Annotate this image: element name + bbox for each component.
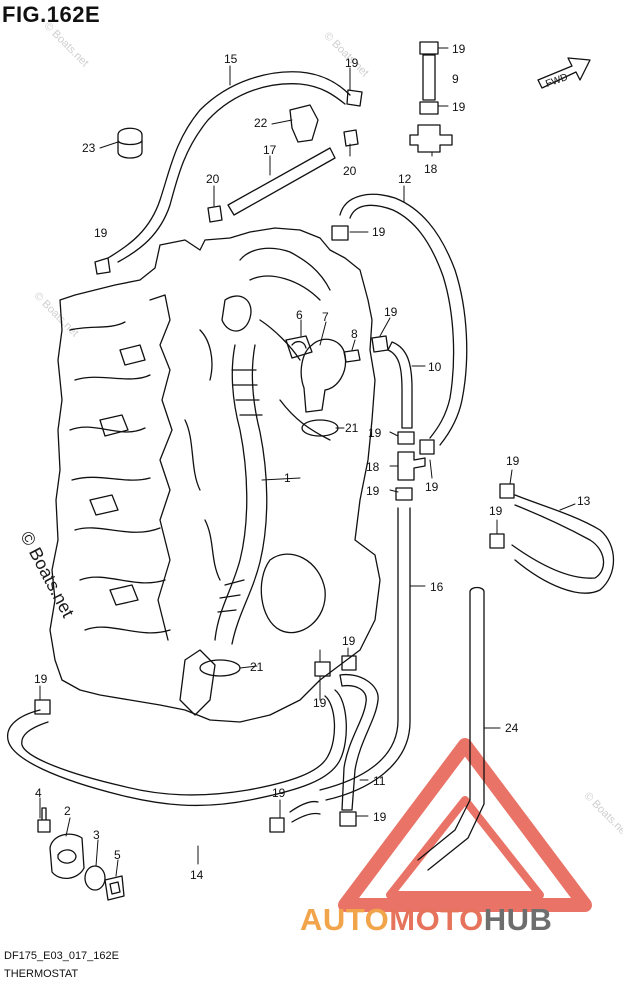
callout-21: 21 (250, 660, 264, 674)
callout-1: 1 (284, 471, 291, 485)
callout-19: 19 (368, 426, 382, 440)
hose-14 (7, 689, 347, 807)
hose-11 (339, 673, 379, 811)
callout-5: 5 (114, 848, 121, 862)
callout-19: 19 (342, 634, 356, 648)
tee-fitting-18 (397, 451, 426, 481)
brand-logo: AUTOMOTOHUB (300, 902, 552, 938)
grommet-23 (117, 127, 143, 159)
clamp-20 (207, 129, 359, 223)
leader-lines (39, 47, 576, 877)
clamp-19 (331, 225, 349, 241)
callout-14: 14 (190, 868, 204, 882)
hose-24 (417, 586, 485, 871)
callout-10: 10 (428, 360, 442, 374)
hose-12 (339, 193, 468, 446)
callout-19: 19 (366, 484, 380, 498)
callout-24: 24 (505, 721, 519, 735)
callout-17: 17 (263, 143, 277, 157)
fwd-arrow-icon (537, 57, 591, 89)
hose-1 (214, 344, 268, 645)
tee-fitting-18 (409, 124, 453, 153)
callout-4: 4 (35, 786, 42, 800)
hose-14 (289, 800, 321, 823)
brand-logo-part: AUTO (300, 902, 390, 937)
hose-10 (387, 341, 413, 429)
cover-2 (49, 833, 85, 879)
brand-logo-part: HUB (483, 902, 553, 937)
watermark-triangle (338, 738, 592, 912)
callout-19: 19 (384, 305, 398, 319)
callout-19: 19 (372, 225, 386, 239)
callout-19: 19 (506, 454, 520, 468)
callout-6: 6 (296, 308, 303, 322)
callout-9: 9 (452, 72, 459, 86)
hose-15 (107, 71, 351, 263)
callout-12: 12 (398, 172, 412, 186)
callout-19: 19 (452, 42, 466, 56)
engine-block (49, 227, 381, 723)
hose-17 (227, 147, 336, 216)
clamp-19 (489, 483, 515, 549)
figure-title: FIG.162E (2, 2, 101, 27)
callout-20: 20 (206, 172, 220, 186)
thermostat-6 (285, 335, 313, 359)
o-ring-3 (84, 865, 106, 891)
callout-11: 11 (373, 774, 386, 788)
callout-21: 21 (345, 421, 359, 435)
callout-18: 18 (366, 460, 380, 474)
hose-16 (319, 507, 411, 801)
clamp-19 (94, 89, 363, 275)
callout-22: 22 (254, 116, 268, 130)
clamp-21 (301, 419, 339, 437)
clip-22 (289, 104, 319, 143)
hose-13 (511, 494, 614, 594)
callout-19: 19 (313, 696, 327, 710)
callout-19: 19 (94, 226, 108, 240)
brand-logo-part: MOTO (389, 902, 484, 937)
callout-16: 16 (430, 580, 444, 594)
callout-3: 3 (93, 828, 100, 842)
callout-20: 20 (343, 164, 357, 178)
callout-19: 19 (425, 480, 439, 494)
clamp-19 (269, 811, 357, 833)
clamp-19 (34, 655, 357, 715)
plug-5 (104, 875, 125, 901)
callout-2: 2 (64, 804, 71, 818)
callout-19: 19 (345, 56, 359, 70)
callout-19: 19 (489, 504, 503, 518)
callout-23: 23 (82, 141, 96, 155)
callout-19: 19 (452, 100, 466, 114)
bolt-8 (343, 349, 361, 363)
callout-8: 8 (351, 327, 358, 341)
callout-7: 7 (322, 310, 329, 324)
callout-13: 13 (577, 494, 591, 508)
clamp-21 (199, 659, 241, 677)
clamp-19 (395, 439, 435, 501)
callout-19: 19 (373, 810, 387, 824)
callout-19: 19 (272, 786, 286, 800)
thermostat-cover-7 (300, 338, 347, 413)
document-code: DF175_E03_017_162E (4, 950, 119, 962)
pipe-9 (422, 54, 436, 101)
clamp-19 (419, 41, 439, 115)
callout-15: 15 (224, 52, 238, 66)
section-name: THERMOSTAT (4, 968, 79, 980)
callout-19: 19 (34, 672, 48, 686)
fwd-label: FWD (544, 72, 569, 90)
bolt-4 (37, 807, 51, 833)
callout-18: 18 (424, 162, 438, 176)
clamp-19 (371, 335, 415, 445)
